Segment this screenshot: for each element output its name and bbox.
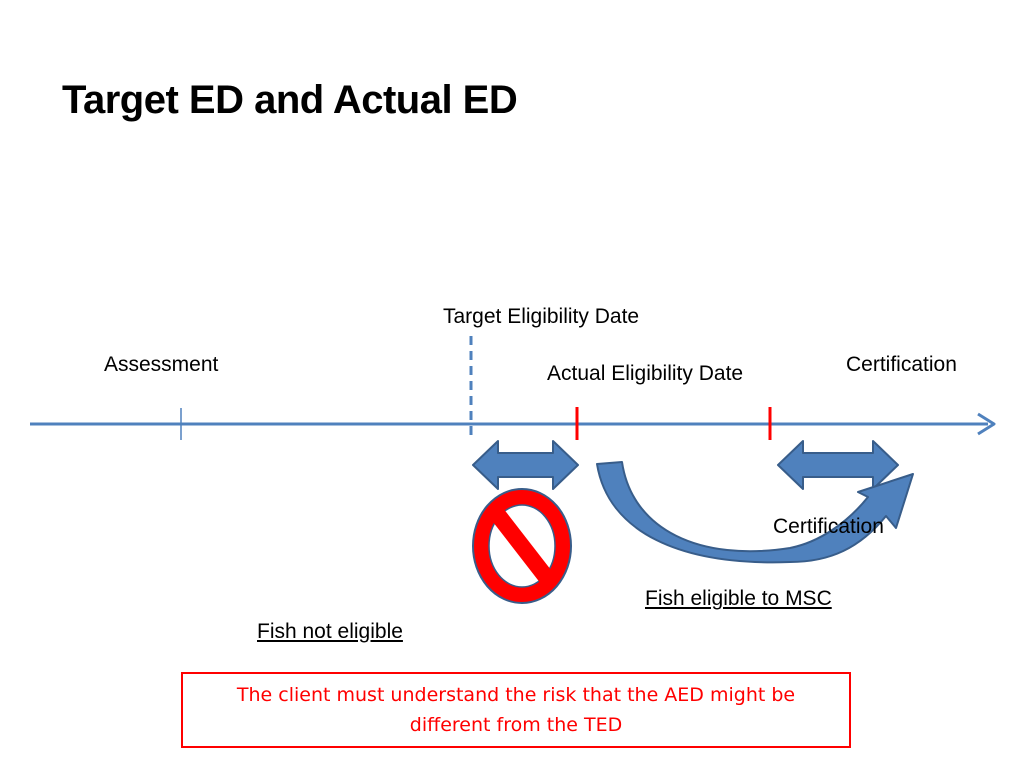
slide-title: Target ED and Actual ED [62, 78, 518, 122]
risk-note-text: The client must understand the risk that… [236, 684, 796, 736]
label-target-eligibility-date: Target Eligibility Date [443, 305, 640, 328]
left-double-arrow [472, 440, 579, 490]
risk-note-box: The client must understand the risk that… [181, 672, 851, 748]
curved-arrow [596, 461, 914, 564]
label-fish-eligible: Fish eligible to MSC [645, 587, 832, 610]
no-entry-icon [472, 488, 572, 604]
label-fish-not-eligible: Fish not eligible [257, 620, 403, 643]
timeline-arrowhead [977, 412, 996, 436]
label-assessment: Assessment [104, 353, 219, 376]
right-double-arrow [777, 440, 899, 490]
label-certification-mid: Certification [773, 515, 884, 538]
label-actual-eligibility-date: Actual Eligibility Date [547, 362, 744, 385]
label-certification-top: Certification [846, 353, 957, 376]
